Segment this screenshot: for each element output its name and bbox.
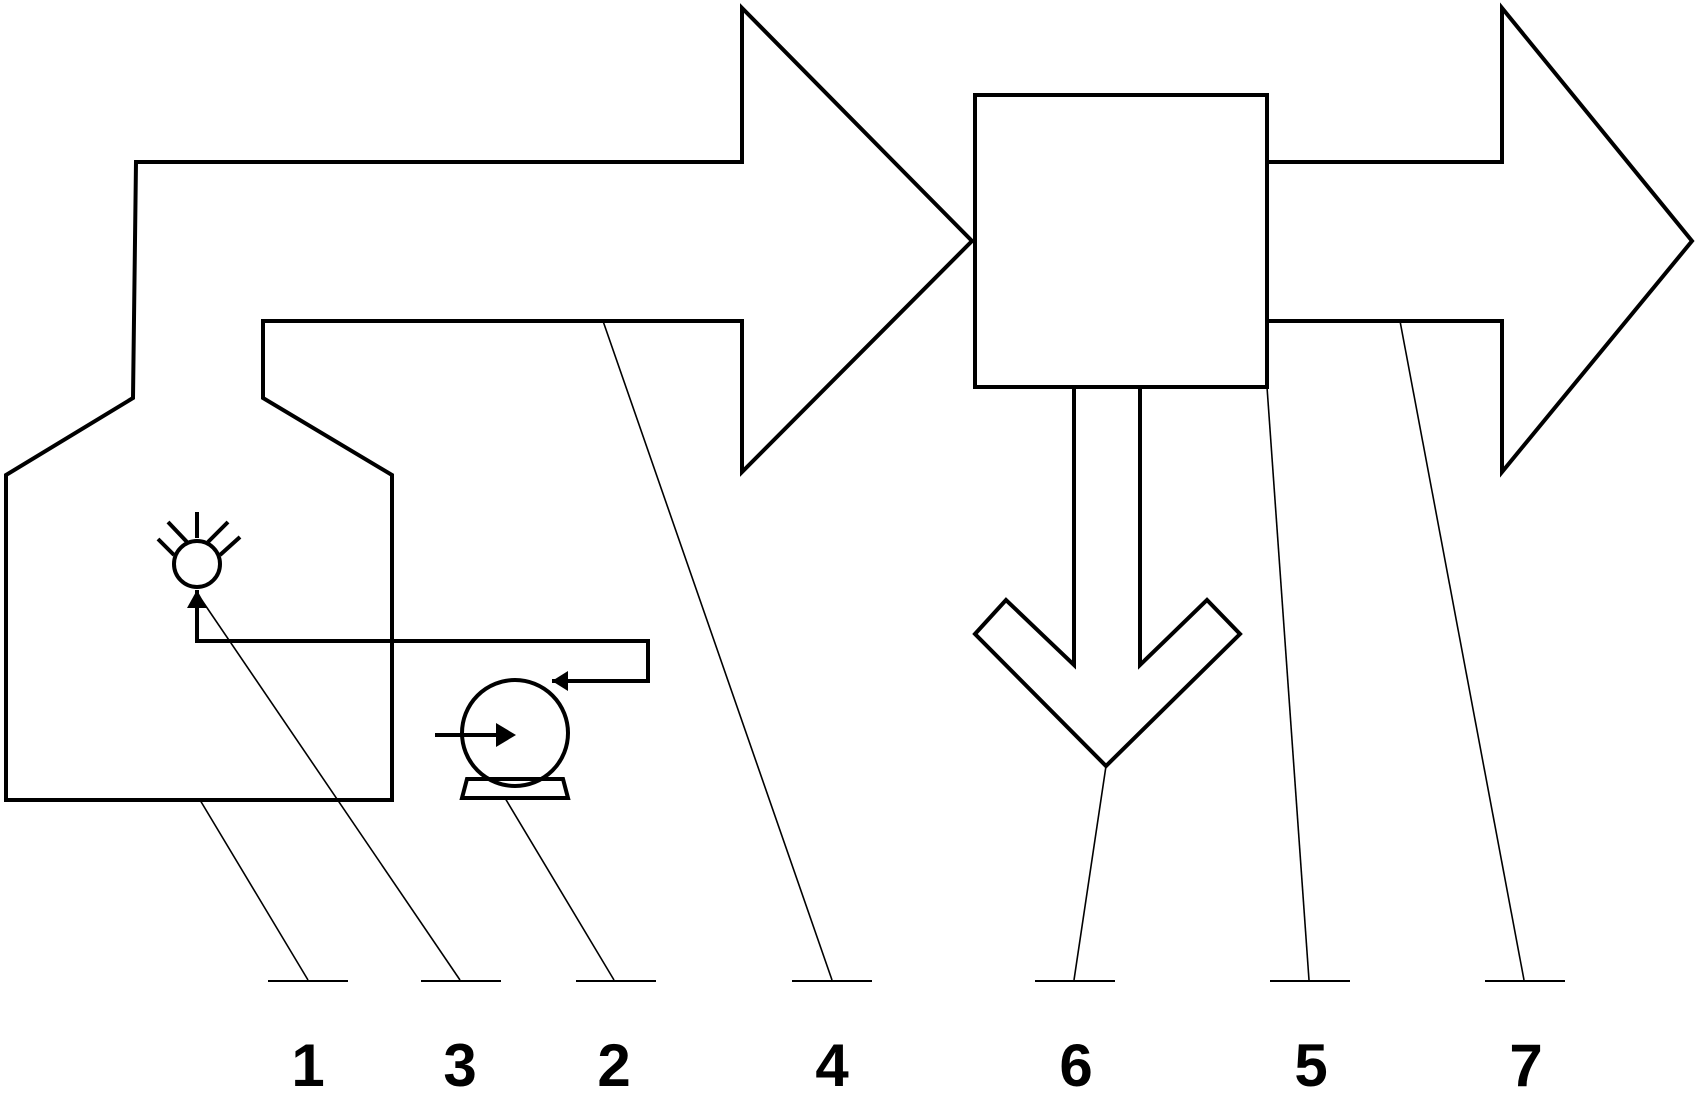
processing-box xyxy=(973,93,1269,389)
leader-lines xyxy=(198,320,1525,981)
label-1: 1 xyxy=(291,1032,324,1095)
label-2: 2 xyxy=(597,1032,630,1095)
label-6: 6 xyxy=(1059,1032,1092,1095)
output-arrow xyxy=(1267,2,1695,478)
feed-pipe xyxy=(195,590,650,683)
tower-vessel xyxy=(4,3,975,802)
nozzle-icon xyxy=(156,512,242,589)
label-3: 3 xyxy=(443,1032,476,1095)
label-4: 4 xyxy=(815,1032,849,1095)
down-arrow xyxy=(972,387,1243,769)
pump-icon xyxy=(435,678,571,800)
pipe-arrow-up-icon xyxy=(187,590,207,608)
pipe-arrow-left-icon xyxy=(552,671,568,691)
label-7: 7 xyxy=(1509,1032,1542,1095)
label-5: 5 xyxy=(1294,1032,1327,1095)
